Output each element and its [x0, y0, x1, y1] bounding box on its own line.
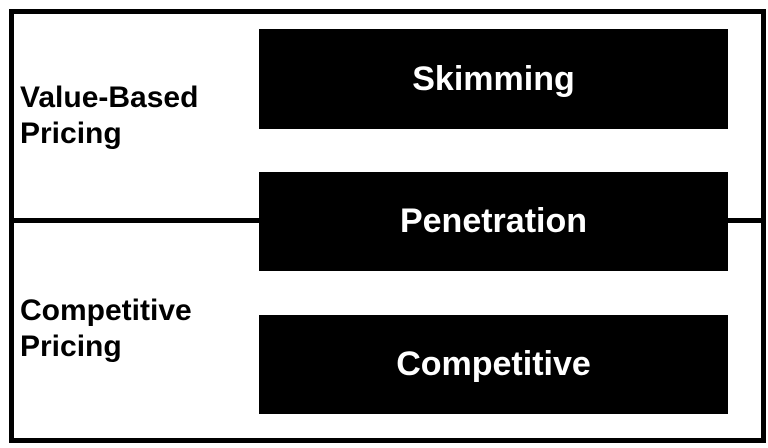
- value-based-pricing-label-line-2: Pricing: [20, 117, 122, 150]
- value-based-pricing-label: Value-Based Pricing: [20, 80, 198, 152]
- competitive-pricing-label-line-1: Competitive: [20, 294, 192, 327]
- penetration-box: Penetration: [259, 172, 728, 271]
- skimming-box: Skimming: [259, 29, 728, 129]
- value-based-pricing-label-line-1: Value-Based: [20, 81, 199, 114]
- diagram-frame: [9, 9, 766, 443]
- competitive-box: Competitive: [259, 315, 728, 414]
- competitive-pricing-label-line-2: Pricing: [20, 330, 122, 363]
- competitive-pricing-label: Competitive Pricing: [20, 293, 192, 365]
